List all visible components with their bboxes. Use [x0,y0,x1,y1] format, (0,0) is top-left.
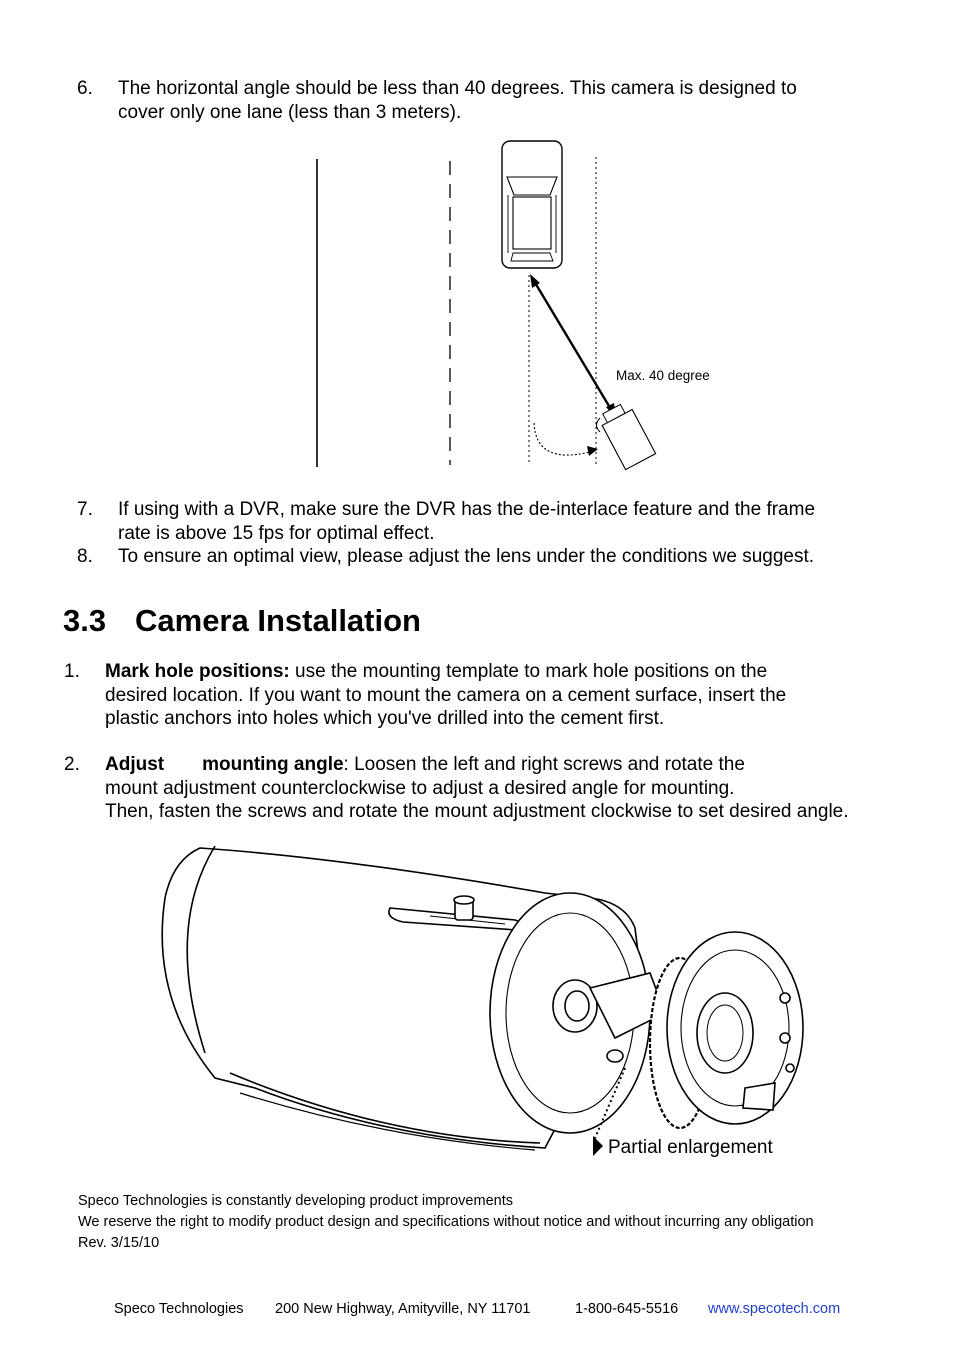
step-number: 2. [64,754,80,775]
list-item-7: 7. If using with a DVR, make sure the DV… [77,498,897,548]
footer-note: We reserve the right to modify product d… [78,1214,814,1230]
step-text: use the mounting template to mark hole p… [289,661,768,682]
mount-ring [648,931,804,1130]
footer-note: Speco Technologies is constantly develop… [78,1193,513,1209]
list-number: 7. [77,499,93,520]
step-text-line: Then, fasten the screws and rotate the m… [105,801,849,822]
footer-company: Speco Technologies [114,1301,244,1317]
step-text: : Loosen the left and right screws and r… [343,754,745,775]
section-title: Camera Installation [135,603,421,638]
section-number: 3.3 [63,603,107,638]
lane-angle-diagram: Max. 40 degree [316,140,710,471]
step-text-line: mount adjustment counterclockwise to adj… [105,777,735,799]
step-1: 1. Mark hole positions: use the mounting… [64,660,924,735]
figure-caption: Partial enlargement [608,1137,773,1158]
footer-website-link[interactable]: www.specotech.com [708,1301,841,1317]
camera-icon [601,403,657,471]
adjust-screw-icon [453,895,475,921]
step-text-line: desired location. If you want to mount t… [105,684,787,706]
car-icon [501,140,563,269]
step-title: Mark hole positions: [105,661,290,682]
step-number: 1. [64,661,80,682]
angle-label: Max. 40 degree [616,368,710,383]
section-heading: 3.3 Camera Installation [63,601,421,641]
list-text-line: If using with a DVR, make sure the DVR h… [118,499,816,520]
footer-phone: 1-800-645-5516 [575,1301,679,1317]
camera-mount-illustration [161,845,804,1156]
list-number: 8. [77,546,93,567]
footer-revision: Rev. 3/15/10 [78,1235,160,1251]
step-2: 2. Adjust mounting angle: Loosen the left… [64,753,934,828]
sun-shield [186,845,216,1054]
step-title-continued: mounting angle [202,754,344,775]
step-text-line: plastic anchors into holes which you've … [105,708,665,729]
list-text-line: rate is above 15 fps for optimal effect. [118,522,435,544]
list-number: 6. [77,78,93,99]
list-item-8: 8. To ensure an optimal view, please adj… [77,545,917,570]
view-angle-arrow [532,280,614,412]
angle-arc [533,422,591,456]
list-text-line: cover only one lane (less than 3 meters)… [118,101,462,123]
step-title: Adjust [105,754,165,775]
pointer-arrow-icon [593,1136,603,1156]
list-text-line: The horizontal angle should be less than… [118,78,797,99]
footer-address: 200 New Highway, Amityville, NY 11701 [275,1301,531,1317]
list-text-line: To ensure an optimal view, please adjust… [118,546,815,567]
list-item-6: 6. The horizontal angle should be less t… [77,77,897,127]
